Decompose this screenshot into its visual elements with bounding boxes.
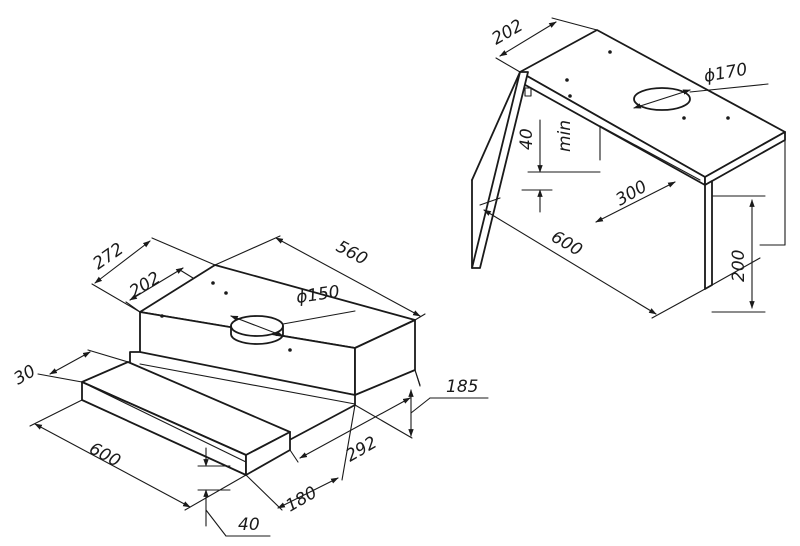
dim-label-phi170: ϕ170 [702,60,748,87]
dim-label-300: 300 [613,177,651,211]
hood-drawing: 272 202 560 ϕ150 30 60 [11,235,489,537]
dim-label-272: 272 [89,239,127,274]
screw-icon [160,314,164,318]
screw-icon [288,348,292,352]
screw-icon [224,291,228,295]
dim-label-202-hood: 202 [126,268,164,302]
dim-label-600-hood: 600 [86,439,124,472]
cabinet-door [471,71,532,269]
dim-label-202-cabinet: 202 [489,16,527,50]
dim-label-min: min [555,120,575,152]
dim-label-185: 185 [446,377,478,397]
dim-label-30: 30 [11,361,40,389]
screw-icon [568,94,572,98]
dim-40-visor: 40 [197,447,271,537]
dim-label-600-cabinet: 600 [548,227,586,261]
dim-600-cabinet: 600 [479,197,706,319]
screw-icon [682,116,686,120]
dim-label-292: 292 [343,433,381,467]
cabinet-drawing: 202 ϕ170 40 min 300 600 [471,16,786,319]
dim-label-40-cabinet: 40 [517,128,537,150]
screw-icon [608,50,612,54]
screw-icon [726,116,730,120]
dim-300: 300 [595,177,676,223]
screw-icon [565,78,569,82]
screw-icon [211,281,215,285]
cabinet-duct [633,83,769,111]
dim-label-180: 180 [283,483,321,517]
dim-label-200: 200 [729,250,749,282]
dim-200: 200 [711,195,766,313]
dim-label-560: 560 [333,237,371,270]
dim-label-40-visor: 40 [238,515,260,535]
hinge-icon [524,87,532,97]
dim-40-min: 40 min [517,119,601,213]
cabinet-back-rail [599,125,701,181]
cabinet-side [704,139,786,290]
